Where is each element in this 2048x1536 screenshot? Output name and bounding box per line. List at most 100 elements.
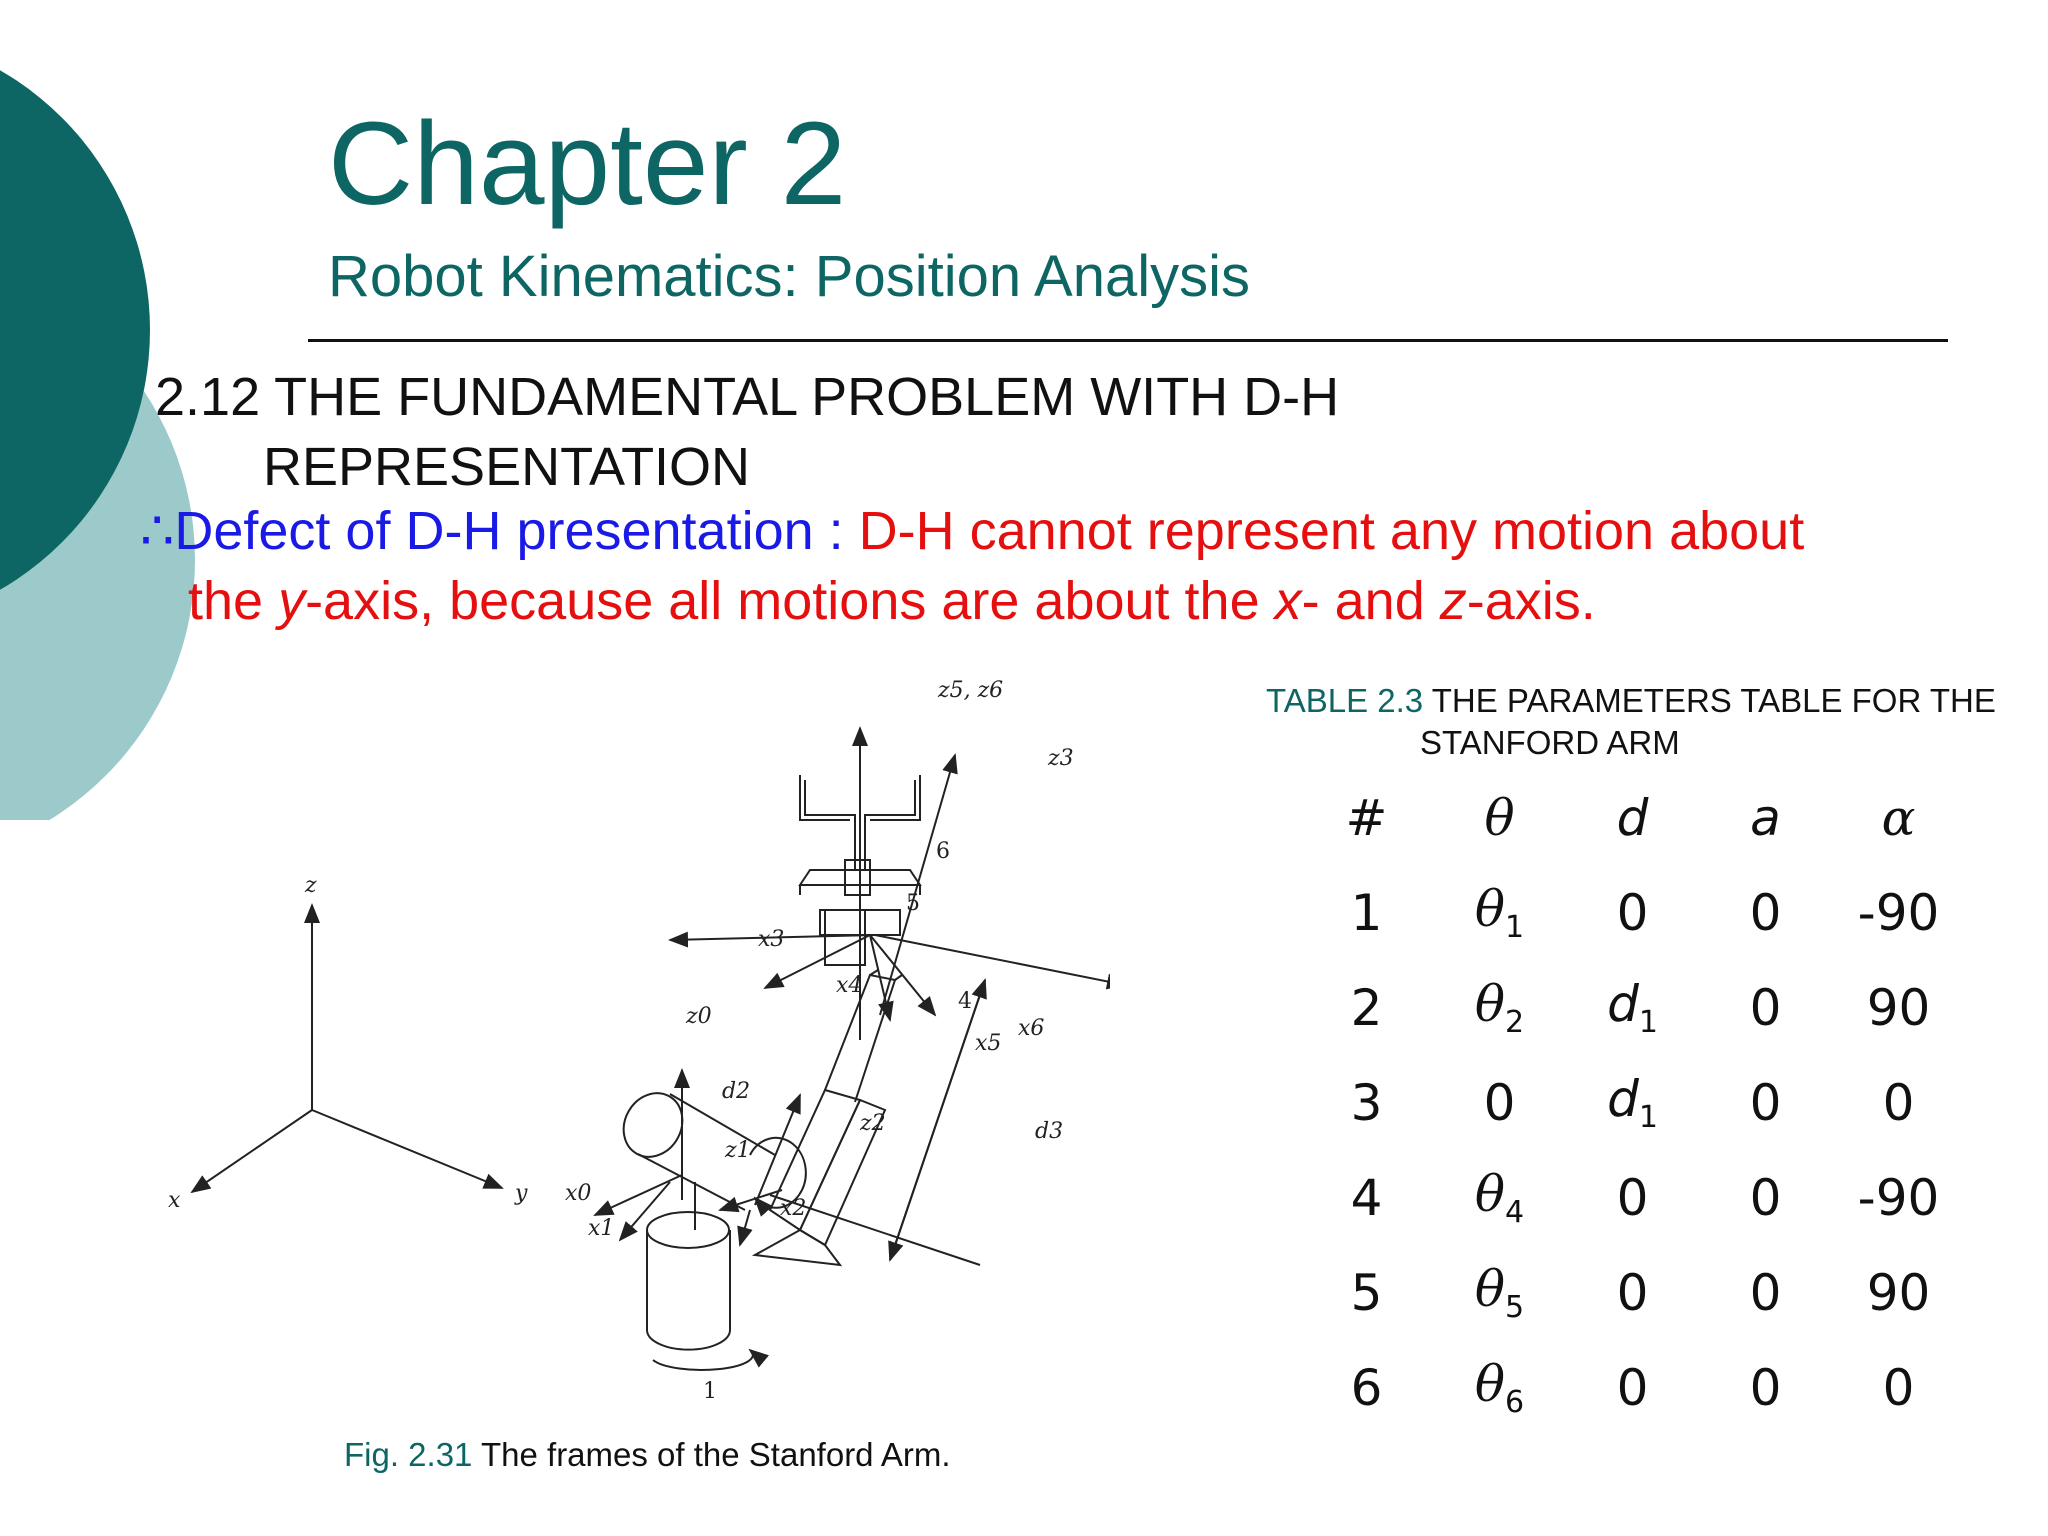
x3-label: x3 — [758, 927, 784, 952]
prismatic-link — [751, 969, 903, 1267]
joint5-number: 5 — [906, 891, 920, 916]
z2-label: z2 — [859, 1111, 886, 1136]
dark-teal-circle — [0, 70, 150, 590]
table-row: 2 θ2 d1 0 90 — [1300, 960, 1965, 1055]
therefore-symbol: ∴ — [140, 501, 175, 561]
x2-label: x2 — [780, 1196, 806, 1221]
x0-axis — [593, 1174, 683, 1216]
z3-label: z3 — [1047, 746, 1074, 771]
figure-caption-number: Fig. 2.31 — [344, 1436, 473, 1473]
ref-x-label: x — [168, 1188, 181, 1213]
x5-axis — [869, 934, 894, 1022]
table-cell: d1 — [1607, 975, 1658, 1040]
link-extension-line — [769, 1194, 981, 1266]
table-cell: θ4 — [1474, 1165, 1525, 1230]
table-row: 1 θ1 0 0 -90 — [1300, 865, 1965, 960]
table-cell: 3 — [1350, 1073, 1383, 1132]
x4-axis — [763, 934, 871, 989]
header-theta: θ — [1484, 788, 1515, 847]
joint4-number: 4 — [958, 989, 972, 1014]
defect-y-var: y — [278, 571, 306, 631]
defect-label: Defect of D-H presentation : — [174, 501, 859, 561]
table-row: 3 0 d1 0 0 — [1300, 1055, 1965, 1150]
header-d: d — [1616, 788, 1649, 847]
defect-text-2a: the — [188, 571, 279, 631]
z0-label: z0 — [685, 1004, 712, 1029]
joint6-number: 6 — [936, 839, 950, 864]
table-cell: 2 — [1350, 978, 1383, 1037]
table-caption-text-2: STANFORD ARM — [1420, 724, 1680, 761]
x2-axis — [737, 1209, 753, 1247]
table-cell: θ1 — [1474, 880, 1525, 945]
table-cell: 0 — [1616, 1358, 1649, 1417]
table-cell: 5 — [1350, 1263, 1383, 1322]
table-cell: θ5 — [1474, 1260, 1525, 1325]
d3-label: d3 — [1035, 1119, 1063, 1144]
ref-y-axis — [311, 1109, 504, 1189]
table-cell: 0 — [1749, 1263, 1782, 1322]
ref-x-axis — [190, 1109, 313, 1194]
header-index: # — [1345, 788, 1388, 847]
x3-axis — [668, 931, 876, 948]
table-cell: 6 — [1350, 1358, 1383, 1417]
x1-label: x1 — [588, 1216, 614, 1241]
table-cell: d1 — [1607, 1070, 1658, 1135]
z2-axis — [754, 1093, 801, 1206]
ref-z-label: z — [304, 873, 317, 898]
header-a: a — [1750, 788, 1781, 847]
table-caption: TABLE 2.3 THE PARAMETERS TABLE FOR THE S… — [1266, 680, 1996, 764]
table-cell: θ2 — [1474, 975, 1525, 1040]
section-heading-line1: 2.12 THE FUNDAMENTAL PROBLEM WITH D-H — [155, 367, 1340, 427]
figure-caption-text: The frames of the Stanford Arm. — [472, 1436, 951, 1473]
title-divider — [308, 339, 1948, 342]
x4-label: x4 — [836, 973, 862, 998]
joint1-number: 1 — [703, 1379, 717, 1404]
table-row: 4 θ4 0 0 -90 — [1300, 1150, 1965, 1245]
z1-axis — [718, 1189, 783, 1213]
section-heading-line2: REPRESENTATION — [263, 437, 751, 497]
table-cell: θ6 — [1474, 1355, 1525, 1420]
page-subtitle: Robot Kinematics: Position Analysis — [328, 244, 1250, 309]
table-cell: 0 — [1483, 1073, 1516, 1132]
table-cell: 0 — [1882, 1073, 1915, 1132]
x0-label: x0 — [565, 1181, 591, 1206]
table-cell: 0 — [1749, 883, 1782, 942]
defect-text-2: the y-axis, because all motions are abou… — [140, 566, 1804, 636]
defect-text-1: D-H cannot represent any motion about — [858, 501, 1805, 561]
decorative-circles — [0, 70, 195, 820]
table-cell: 4 — [1350, 1168, 1383, 1227]
table-cell: 0 — [1749, 978, 1782, 1037]
joint2-rotation — [749, 1136, 807, 1217]
x5-label: x5 — [975, 1031, 1001, 1056]
stanford-arm-figure: z x y z0 x0 x1 z1 x2 z2 d2 d3 z5, z6 z3 … — [168, 678, 1110, 1404]
table-cell: 1 — [1350, 883, 1383, 942]
x1-axis — [618, 1181, 671, 1242]
ref-y-label: y — [514, 1181, 528, 1206]
page-title: Chapter 2 — [328, 98, 847, 230]
table-cell: 0 — [1616, 1168, 1649, 1227]
section-heading: 2.12 THE FUNDAMENTAL PROBLEM WITH D-H RE… — [155, 362, 1339, 502]
header-alpha: α — [1881, 788, 1916, 847]
defect-text-2c: - and — [1301, 571, 1440, 631]
table-cell: -90 — [1857, 1168, 1940, 1227]
table-cell: 0 — [1882, 1358, 1915, 1417]
base-cylinder — [646, 1211, 769, 1372]
z1-label: z1 — [724, 1138, 751, 1163]
table-caption-number: TABLE 2.3 — [1266, 682, 1424, 719]
figure-caption: Fig. 2.31 The frames of the Stanford Arm… — [344, 1436, 951, 1474]
wrist-block — [798, 775, 922, 966]
table-cell: 0 — [1616, 883, 1649, 942]
table-caption-text-1: THE PARAMETERS TABLE FOR THE — [1423, 682, 1996, 719]
defect-text-2d: -axis. — [1466, 571, 1596, 631]
table-cell: 90 — [1866, 1263, 1931, 1322]
table-header-row: # θ d a α — [1300, 770, 1965, 865]
table-cell: -90 — [1857, 883, 1940, 942]
table-cell: 0 — [1749, 1168, 1782, 1227]
defect-z-var: z — [1439, 571, 1467, 631]
z4-axis — [874, 934, 1110, 990]
table-cell: 90 — [1866, 978, 1931, 1037]
table-cell: 0 — [1749, 1073, 1782, 1132]
d2-label: d2 — [722, 1079, 750, 1104]
